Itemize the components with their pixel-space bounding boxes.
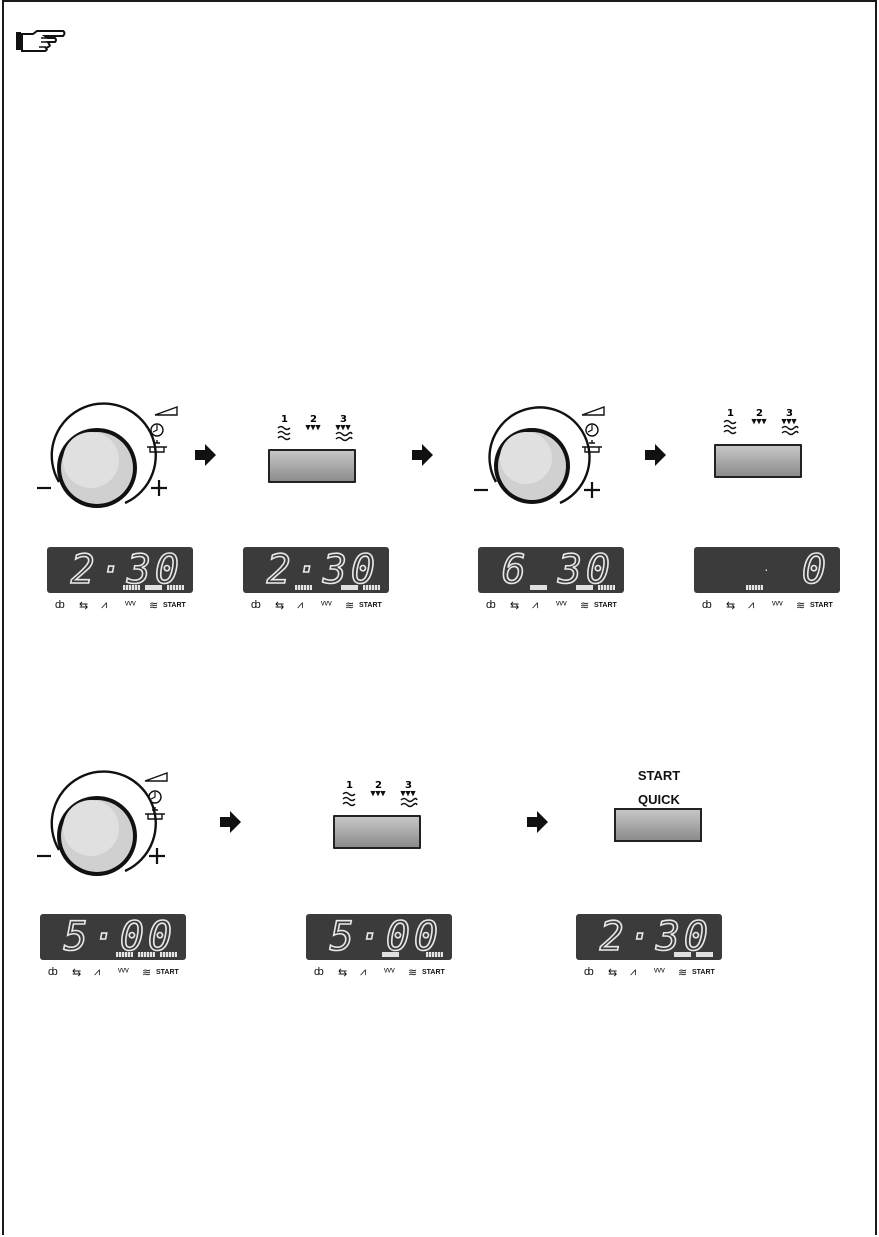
clock-icon [150,423,164,437]
mode-button[interactable] [333,815,421,849]
oven-display: 6 30 ȸ⇆⩘ᵛᵛᵛ≋START [478,546,624,617]
oven-display: 0 · ȸ⇆⩘ᵛᵛᵛ≋START [694,546,840,617]
mode-button[interactable] [268,449,356,483]
mode-button[interactable] [714,444,802,478]
arrow-right-icon [195,444,216,466]
display-icons: ȸ⇆⩘ᵛᵛᵛ≋START [314,966,445,979]
control-knob[interactable] [35,400,185,520]
svg-text:2: 2 [756,408,763,419]
quick-start-label-bottom: QUICK [638,792,680,807]
svg-text:2: 2 [375,780,382,791]
svg-text:1: 1 [281,414,288,425]
oven-display: 5·00 ȸ⇆⩘ᵛᵛᵛ≋START [306,913,452,984]
oven-display: 2·30 ȸ⇆⩘ᵛᵛᵛ≋START [47,546,193,617]
power-level-icon [154,406,178,416]
mode-selector: 1 2 3 [268,413,368,493]
svg-text:1: 1 [727,408,734,419]
display-time: 0 [801,546,830,594]
mode-icons: 1 2 3 [277,414,353,442]
oven-display: 2·30 ȸ⇆⩘ᵛᵛᵛ≋START [243,546,389,617]
arrow-right-icon [527,811,548,833]
arrow-right-icon [645,444,666,466]
quick-start-button[interactable] [614,808,702,842]
display-icons: ȸ⇆⩘ᵛᵛᵛ≋START [48,966,179,979]
display-icons: ȸ⇆⩘ᵛᵛᵛ≋START [584,966,715,979]
mode-selector: 1 2 3 [714,407,814,487]
mode-selector: 1 2 3 [333,779,433,859]
svg-text:3: 3 [786,408,793,419]
display-icons: ȸ⇆⩘ᵛᵛᵛ≋START [251,599,382,612]
arrow-right-icon [412,444,433,466]
svg-text:1: 1 [346,780,353,791]
display-icons: ȸ⇆⩘ᵛᵛᵛ≋START [55,599,186,612]
svg-text:3: 3 [340,414,347,425]
display-icons: ȸ⇆⩘ᵛᵛᵛ≋START [702,599,833,612]
weight-icon [147,440,167,453]
display-icons: ȸ⇆⩘ᵛᵛᵛ≋START [486,599,617,612]
quick-start: START QUICK [611,768,707,848]
control-knob[interactable] [35,768,185,888]
quick-start-label-top: START [637,768,681,783]
pointing-hand-icon [16,30,66,52]
control-knob[interactable] [474,400,624,520]
oven-display: 5·00 ȸ⇆⩘ᵛᵛᵛ≋START [40,913,186,984]
svg-text:2: 2 [310,414,317,425]
arrow-right-icon [220,811,241,833]
oven-display: 2·30 ȸ⇆⩘ᵛᵛᵛ≋START [576,913,722,984]
svg-text:3: 3 [405,780,412,791]
